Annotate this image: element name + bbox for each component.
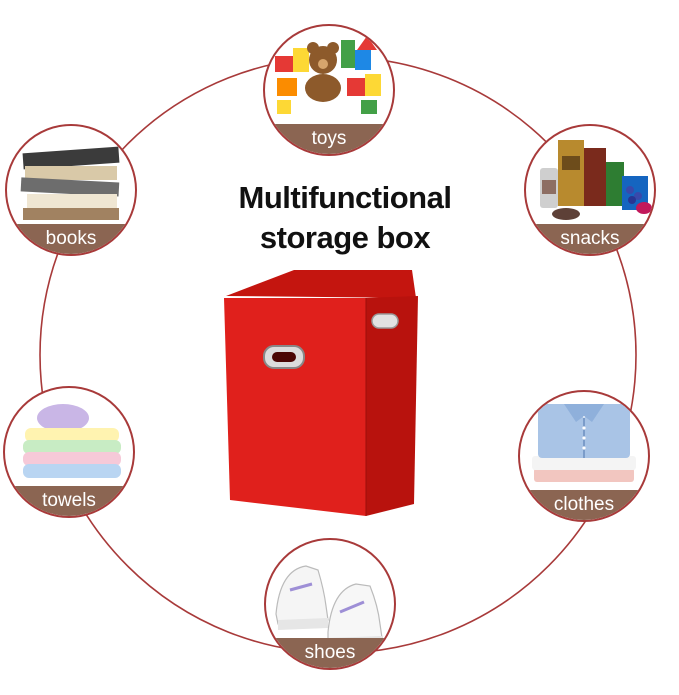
snacks-circle: snacks — [524, 124, 656, 256]
category-snacks: snacks — [524, 124, 656, 256]
category-shoes: shoes — [264, 538, 396, 670]
headline-line-1: Multifunctional — [238, 180, 452, 215]
shoes-label: shoes — [266, 638, 394, 668]
towels-label: towels — [5, 486, 133, 516]
books-circle: books — [5, 124, 137, 256]
toys-circle: toys — [263, 24, 395, 156]
category-toys: toys — [263, 24, 395, 156]
towels-icon — [23, 404, 121, 478]
category-clothes: clothes — [518, 390, 650, 522]
headline-line-2: storage box — [259, 220, 431, 255]
category-towels: towels — [3, 386, 135, 518]
clothes-circle: clothes — [518, 390, 650, 522]
snacks-label: snacks — [526, 224, 654, 254]
clothes-label: clothes — [520, 490, 648, 520]
toys-label: toys — [265, 124, 393, 154]
toys-icon — [275, 36, 381, 114]
snacks-icon — [540, 140, 652, 220]
headline: Multifunctional storage box — [210, 178, 480, 258]
shoes-circle: shoes — [264, 538, 396, 670]
clothes-icon — [532, 404, 636, 482]
books-icon — [20, 146, 120, 220]
category-books: books — [5, 124, 137, 256]
red-storage-box — [224, 270, 418, 516]
towels-circle: towels — [3, 386, 135, 518]
books-label: books — [7, 224, 135, 254]
